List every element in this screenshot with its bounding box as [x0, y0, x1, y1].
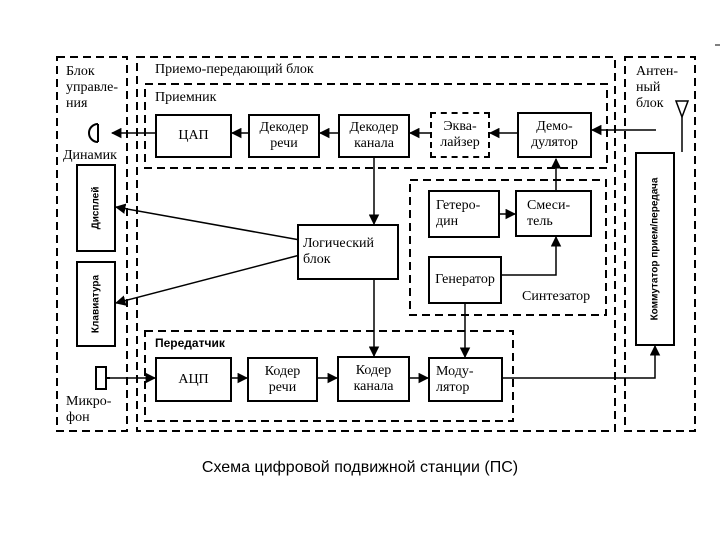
display-label: Дисплей: [90, 186, 102, 230]
generator-to-mixer-line: [500, 235, 562, 276]
synthesizer-region: [409, 179, 607, 316]
display-block: Дисплей: [76, 164, 116, 252]
mixer-label: Смеси- тель: [527, 197, 571, 229]
logic-to-keyboard-line: [114, 254, 301, 306]
synthesizer-label: Синтезатор: [522, 289, 591, 304]
receiver-label: Приемник: [155, 90, 217, 105]
speech-coder-block: Кодер речи: [247, 357, 318, 402]
keyboard-block: Клавиатура: [76, 261, 116, 347]
transmitter-region: [144, 330, 514, 422]
logic-to-display-line: [114, 203, 301, 241]
logic-block-label: Логический блок: [303, 236, 374, 267]
control-block-label: Блок управле- ния: [66, 64, 118, 111]
microphone-icon: [95, 366, 110, 390]
speaker-icon: [88, 123, 99, 143]
antenna-icon: [674, 100, 690, 120]
speech-decoder-block: Декодер речи: [248, 114, 320, 158]
local-oscillator-block: Гетеро- дин: [428, 190, 500, 238]
modulator-to-switch-line: [503, 344, 661, 379]
diagram-caption: Схема цифровой подвижной станции (ПС): [201, 459, 519, 476]
logic-block: Логический блок: [297, 224, 399, 280]
microphone-label: Микро- фон: [66, 394, 112, 425]
channel-coder-block: Кодер канала: [337, 356, 410, 402]
modulator-block: Моду- лятор: [428, 357, 503, 402]
speaker-label: Динамик: [63, 148, 117, 163]
demodulator-block: Демо- дулятор: [517, 112, 592, 158]
adc-block: АЦП: [155, 357, 232, 402]
channel-decoder-block: Декодер канала: [338, 114, 410, 158]
transceiver-block-label: Приемо-передающий блок: [155, 62, 314, 77]
local-oscillator-label: Гетеро- дин: [436, 198, 481, 229]
equalizer-block: Эква- лайзер: [430, 112, 490, 158]
switch-label: Коммутатор прием/передача: [649, 177, 661, 321]
dac-block: ЦАП: [155, 114, 232, 158]
keyboard-label: Клавиатура: [90, 274, 102, 334]
transmitter-label: Передатчик: [155, 336, 225, 350]
switch-block: Коммутатор прием/передача: [635, 152, 675, 346]
generator-block: Генератор: [428, 256, 502, 304]
mixer-block: Смеси- тель: [515, 190, 592, 237]
modulator-label: Моду- лятор: [436, 363, 474, 395]
antenna-block-label: Антен- ный блок: [636, 64, 679, 111]
transceiver-block-region: [136, 56, 616, 432]
